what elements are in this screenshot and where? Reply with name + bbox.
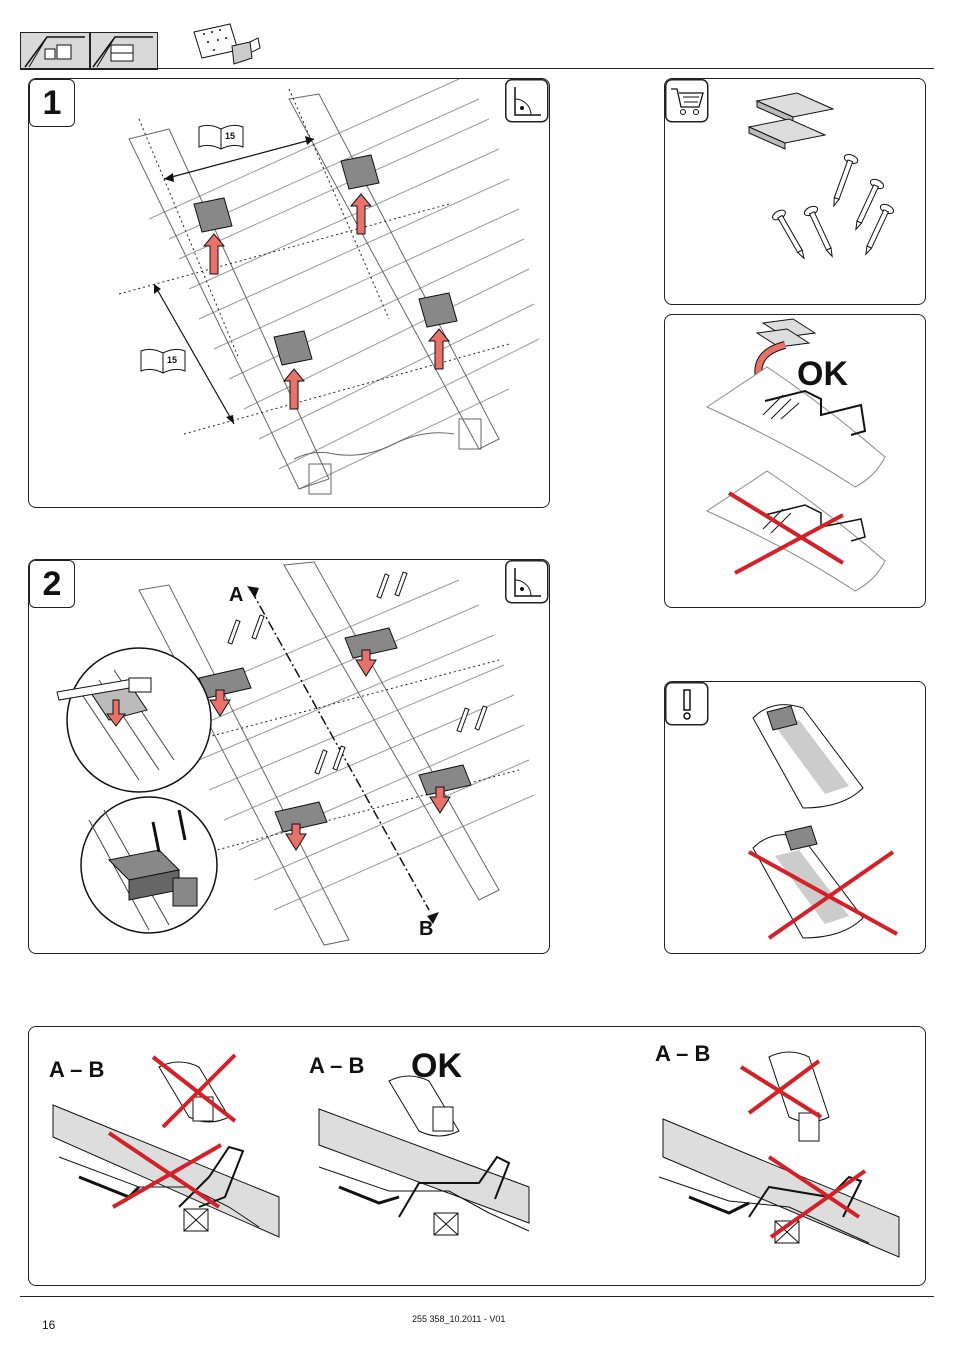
- section-label-2: A – B: [309, 1053, 365, 1078]
- book-page-number: 15: [225, 131, 236, 141]
- roof-window-icon: [24, 36, 85, 68]
- step-1-panel: 1: [28, 78, 550, 508]
- section-ab-panel: A – B A – B OK A – B: [28, 1026, 926, 1286]
- section-marker-b: B: [419, 918, 434, 940]
- roof-skylight-icon: [92, 36, 153, 68]
- header-rule: [20, 68, 934, 69]
- document-reference: 255 358_10.2011 - V01: [412, 1314, 506, 1324]
- step-number: 1: [29, 79, 75, 127]
- step-number: 2: [29, 560, 75, 608]
- manual-book-top: 15: [197, 123, 247, 150]
- roof-hook-bracket-icon: [193, 23, 261, 65]
- manual-book-left: 15: [139, 347, 189, 374]
- parts-panel: [664, 78, 926, 305]
- spacer-ok-panel: OK: [664, 314, 926, 608]
- angle-icon: [505, 79, 549, 123]
- section-label-1: A – B: [49, 1057, 105, 1082]
- bracket-installation-diagram: [56, 561, 535, 946]
- spacer-installation-diagram: [705, 318, 886, 592]
- footer-rule: [20, 1296, 934, 1297]
- page-number: 16: [42, 1318, 56, 1332]
- spacer-plates-and-screws: [747, 92, 895, 260]
- book-icon: [140, 348, 186, 374]
- exclamation-icon: [665, 682, 709, 726]
- cross-section-diagrams: [52, 1051, 900, 1258]
- book-page-number: 15: [167, 355, 178, 365]
- roof-tile-diagram: [118, 79, 540, 495]
- header-roof-icons: [20, 32, 158, 70]
- tile-bracket-alignment-diagram: [748, 704, 898, 940]
- angle-icon: [505, 560, 549, 604]
- section-marker-a: A: [229, 584, 244, 606]
- shopping-cart-icon: [665, 79, 709, 123]
- section-label-3: A – B: [655, 1041, 711, 1066]
- step-2-panel: 2: [28, 559, 550, 954]
- ok-label: OK: [797, 355, 848, 393]
- book-icon: [198, 124, 244, 150]
- warning-panel: [664, 681, 926, 954]
